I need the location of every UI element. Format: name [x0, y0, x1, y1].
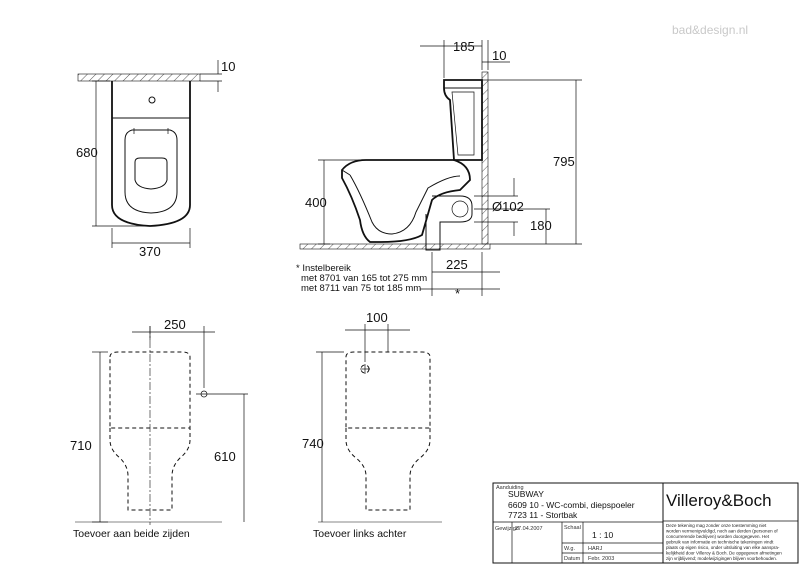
caption-front-left: Toevoer aan beide zijden: [73, 528, 190, 540]
cistern-dashed-right: [345, 351, 431, 429]
tb-line-b: 7723 11 - Stortbak: [508, 510, 578, 520]
tb-disclaimer-line: Deze tekening mag zonder onze toestemmin…: [666, 523, 767, 528]
bowl-inner: [134, 157, 168, 190]
tb-label-top: Aanduiding: [496, 485, 524, 491]
note-line-1: * Instelbereik: [296, 263, 351, 274]
watermark-text: bad&design.nl: [672, 23, 748, 37]
dim-side-outlet: 180: [530, 218, 552, 233]
title-block: Aanduiding SUBWAY 6609 10 - WC-combi, di…: [492, 482, 799, 564]
hinge-marks: [132, 128, 170, 134]
tb-label-wg: W.g.: [564, 546, 575, 552]
flush-button-icon: [148, 96, 156, 104]
tb-product: SUBWAY: [508, 489, 544, 499]
tb-label-date2: Datum: [564, 556, 581, 562]
tb-wg-value: HARJ: [588, 546, 603, 552]
side-view: 185 10 795 400 Ø102 180 225 *: [299, 39, 582, 301]
dim-side-height: 795: [553, 154, 575, 169]
dim-top-depth: 680: [76, 145, 98, 160]
top-view: 10 680 370: [76, 59, 235, 259]
dim-side-pipe: Ø102: [492, 199, 524, 214]
tb-disclaimer-line: concurrerende bedrijven) worden doorgege…: [666, 534, 770, 539]
dim-side-star: *: [455, 286, 460, 301]
floor-hatch: [299, 243, 491, 250]
dim-top-width: 370: [139, 244, 161, 259]
caption-front-right: Toevoer links achter: [313, 528, 407, 540]
wall-hatch: [77, 73, 201, 82]
tb-disclaimer-line: plaats op eigen risico, onder uitsluitin…: [666, 545, 780, 550]
bowl-dashed: [109, 428, 191, 511]
dim-top-gap: 10: [221, 59, 235, 74]
dim-front-left-offset: 250: [164, 317, 186, 332]
dim-front-right-total: 740: [302, 436, 324, 451]
tb-scale: 1 : 10: [592, 530, 614, 540]
dim-front-right-offset: 100: [366, 310, 388, 325]
cistern-dashed: [109, 351, 191, 429]
tb-date: 27.04.2007: [515, 526, 543, 532]
seat-outline: [124, 129, 178, 214]
bowl-outline: [341, 159, 471, 243]
dim-front-left-total: 710: [70, 438, 92, 453]
tb-disclaimer-line: gebruik van informatie en technische tek…: [666, 540, 774, 545]
top-outline: [111, 81, 191, 227]
dim-front-left-inlet: 610: [214, 449, 236, 464]
cistern-outline: [443, 79, 483, 161]
front-view-left: 250 710 610 Toevoer aan beide zijden: [70, 317, 248, 540]
tb-disclaimer-line: zijn vrijblijvend; modelwijzigingen blij…: [666, 556, 777, 561]
tb-line-a: 6609 10 - WC-combi, diepspoeler: [508, 500, 635, 510]
dim-side-seat: 400: [305, 195, 327, 210]
tb-disclaimer-line: worden vermenigvuldigd, noch aan derden …: [666, 529, 778, 534]
adjustment-note: * Instelbereik met 8701 van 165 tot 275 …: [296, 263, 427, 294]
dim-side-tank: 185: [453, 39, 475, 54]
dim-side-offset: 225: [446, 257, 468, 272]
note-line-3: met 8711 van 75 tot 185 mm: [301, 283, 421, 294]
bowl-dashed-right: [345, 428, 431, 511]
tb-disclaimer-line: kelijkheid door Villeroy & Boch. De opge…: [666, 551, 782, 556]
tb-label-date: Gewijzigd: [495, 526, 519, 532]
front-view-right: 100 740 Toevoer links achter: [302, 310, 442, 540]
tb-date2: Febr. 2003: [588, 556, 614, 562]
note-line-2: met 8701 van 165 tot 275 mm: [301, 273, 427, 284]
tb-brand: Villeroy&Boch: [666, 491, 772, 510]
tb-label-scale: Schaal: [564, 525, 581, 531]
tb-disclaimer: Deze tekening mag zonder onze toestemmin…: [666, 523, 782, 561]
dim-side-gap: 10: [492, 48, 506, 63]
